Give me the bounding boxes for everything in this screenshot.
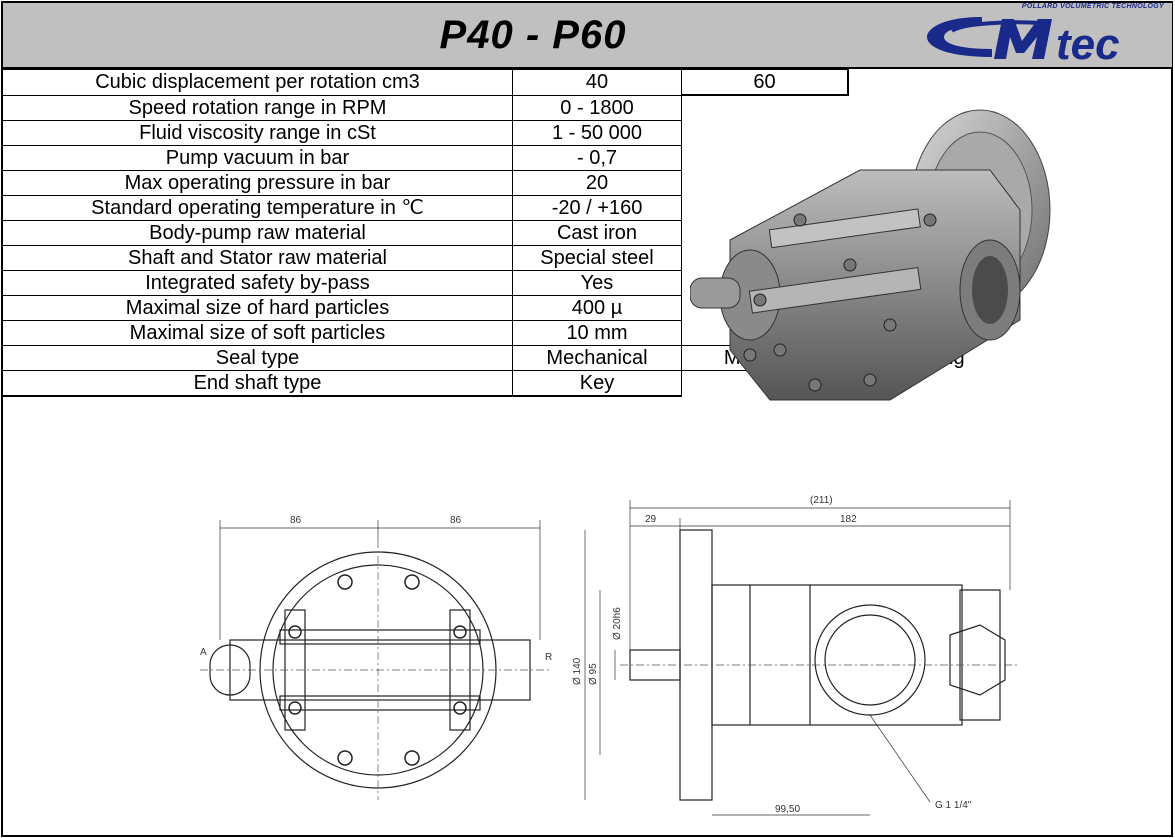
spec-label: Shaft and Stator raw material bbox=[3, 244, 513, 271]
spec-row: Pump vacuum in bar- 0,7 bbox=[3, 144, 1009, 171]
spec-value-1: Cast iron bbox=[512, 219, 682, 246]
spec-value-1: 0 - 1800 bbox=[512, 94, 682, 121]
label-r: R bbox=[545, 652, 552, 663]
dim-outer-dia: Ø 140 bbox=[572, 657, 583, 685]
spec-value-1: Key bbox=[512, 369, 682, 397]
dim-left-b: 86 bbox=[450, 515, 462, 526]
spec-label: Seal type bbox=[3, 344, 513, 371]
spec-value-1: -20 / +160 bbox=[512, 194, 682, 221]
spec-value-1: - 0,7 bbox=[512, 144, 682, 171]
spec-label: End shaft type bbox=[3, 369, 513, 397]
spec-row: Standard operating temperature in ℃-20 /… bbox=[3, 194, 1009, 221]
spec-value-1: Mechanical bbox=[512, 344, 682, 371]
logo-tagline: POLLARD VOLUMETRIC TECHNOLOGY bbox=[1021, 3, 1164, 10]
spec-label: Body-pump raw material bbox=[3, 219, 513, 246]
spec-label: Integrated safety by-pass bbox=[3, 269, 513, 296]
dim-port-offset: 99,50 bbox=[775, 804, 800, 815]
spec-label: Max operating pressure in bar bbox=[3, 169, 513, 196]
spec-value-1: 20 bbox=[512, 169, 682, 196]
spec-value-1: 40 bbox=[512, 69, 682, 96]
spec-label: Maximal size of hard particles bbox=[3, 294, 513, 321]
dim-port-thread: G 1 1/4" bbox=[935, 800, 972, 811]
dim-flange: 29 bbox=[645, 514, 657, 525]
spec-value-1: 400 µ bbox=[512, 294, 682, 321]
pump-3d-illustration bbox=[690, 109, 1051, 401]
logo-text: tec bbox=[1056, 20, 1120, 65]
spec-label: Speed rotation range in RPM bbox=[3, 94, 513, 121]
page-title: P40 - P60 bbox=[439, 13, 627, 57]
spec-value-1: Special steel bbox=[512, 244, 682, 271]
technical-drawing: 86 86 A R (211) 29 182 Ø 20h6 Ø 140 Ø 95… bbox=[200, 495, 1020, 816]
dim-inner-dia: Ø 95 bbox=[588, 663, 599, 685]
title-bar: P40 - P60 POLLARD VOLUMETRIC TECHNOLOGY … bbox=[3, 3, 1172, 69]
spec-label: Pump vacuum in bar bbox=[3, 144, 513, 171]
spec-value-1: Yes bbox=[512, 269, 682, 296]
spec-value-1: 1 - 50 000 bbox=[512, 119, 682, 146]
spec-value-1: 10 mm bbox=[512, 319, 682, 346]
spec-value-2: 60 bbox=[681, 69, 849, 96]
mtec-logo: tec bbox=[927, 17, 1120, 65]
spec-label: Fluid viscosity range in cSt bbox=[3, 119, 513, 146]
label-a: A bbox=[200, 647, 207, 658]
dim-total: (211) bbox=[810, 495, 833, 506]
dim-shaft-dia: Ø 20h6 bbox=[612, 607, 623, 640]
dim-body: 182 bbox=[840, 514, 857, 525]
dim-left-a: 86 bbox=[290, 515, 302, 526]
spec-label: Maximal size of soft particles bbox=[3, 319, 513, 346]
spec-label: Cubic displacement per rotation cm3 bbox=[3, 69, 513, 96]
spec-label: Standard operating temperature in ℃ bbox=[3, 194, 513, 221]
